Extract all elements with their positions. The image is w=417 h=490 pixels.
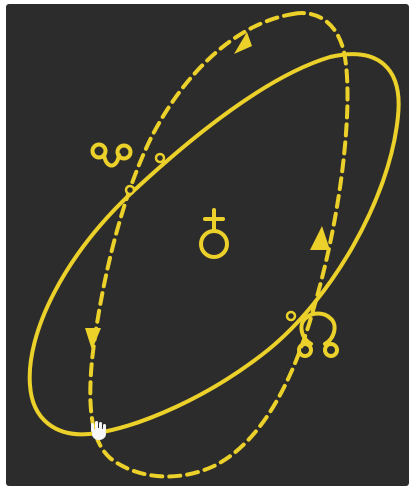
node-point-lower-right bbox=[287, 312, 295, 320]
node-point-upper-left bbox=[126, 186, 134, 194]
node-point-upper-right bbox=[156, 154, 164, 162]
